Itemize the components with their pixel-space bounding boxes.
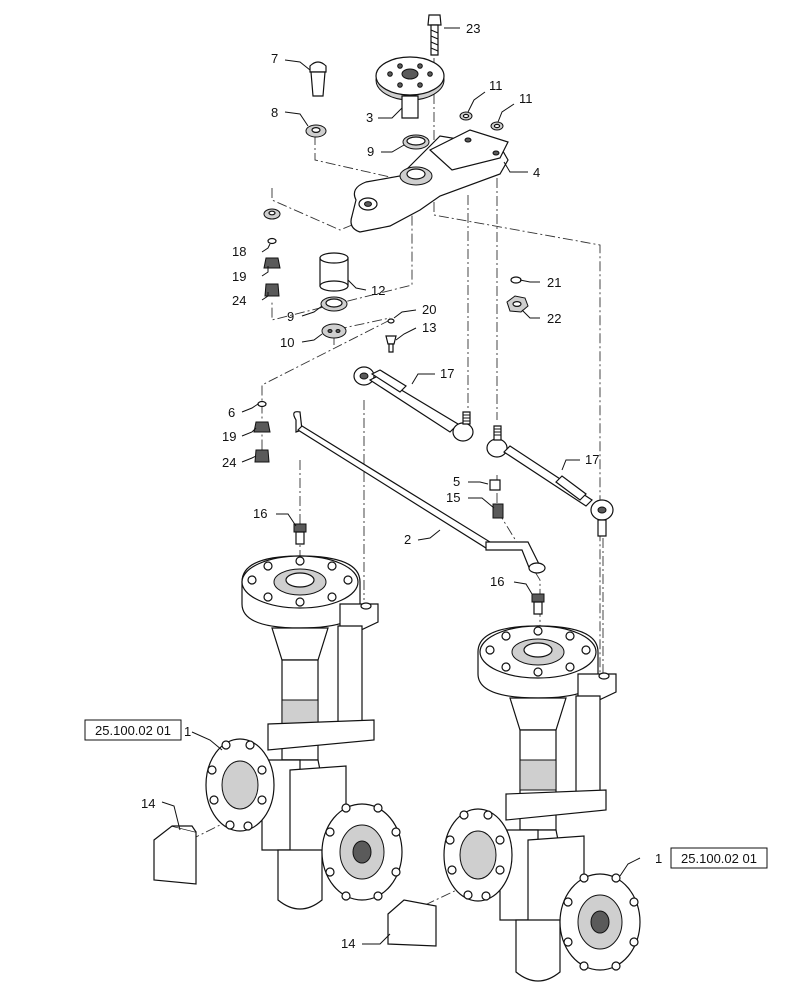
callout-11-b: 11 — [519, 91, 533, 106]
fitting-part-5 — [489, 479, 501, 491]
callout-1-left: 1 — [184, 724, 191, 739]
callout-15: 15 — [446, 490, 460, 505]
callout-19-lower: 19 — [222, 429, 236, 444]
callout-leaders — [161, 27, 641, 945]
callout-11-a: 11 — [489, 78, 503, 93]
callout-12: 12 — [371, 283, 385, 298]
tie-rod-part-17-right — [486, 425, 614, 537]
grease-fitting-part-16-right — [531, 593, 545, 615]
callout-9-lower: 9 — [287, 309, 294, 324]
washer-part-6 — [257, 400, 267, 408]
grease-fitting-part-13 — [385, 335, 397, 353]
callout-3: 3 — [366, 110, 373, 125]
steering-arm-part-4 — [350, 129, 509, 233]
reference-label-right: 25.100.02 01 — [681, 851, 757, 866]
wheel-hub-assembly-right — [443, 625, 641, 982]
callout-4: 4 — [533, 165, 540, 180]
callout-5: 5 — [453, 474, 460, 489]
washer-part-21 — [510, 276, 522, 284]
seal-part-9-upper — [402, 134, 430, 150]
drag-link-part-2 — [293, 411, 546, 574]
nut-part-19-lower — [253, 421, 271, 433]
callout-17-right: 17 — [585, 452, 599, 467]
callout-19-upper: 19 — [232, 269, 246, 284]
callout-numbers: 23 7 8 3 11 11 9 4 18 19 24 12 21 22 9 1… — [141, 21, 662, 951]
callout-22: 22 — [547, 311, 561, 326]
callout-24-upper: 24 — [232, 293, 246, 308]
washer-part-18 — [267, 237, 277, 245]
callout-21: 21 — [547, 275, 561, 290]
washer-part-11-a — [459, 111, 473, 121]
nut-part-22 — [506, 295, 529, 313]
callout-14-right: 14 — [341, 936, 355, 951]
callout-16-right: 16 — [490, 574, 504, 589]
callout-24-lower: 24 — [222, 455, 236, 470]
callout-20: 20 — [422, 302, 436, 317]
callout-10: 10 — [280, 335, 294, 350]
callout-8: 8 — [271, 105, 278, 120]
callout-7: 7 — [271, 51, 278, 66]
reference-box-left: 25.100.02 01 — [84, 719, 182, 741]
callout-23: 23 — [466, 21, 480, 36]
reference-label-left: 25.100.02 01 — [95, 723, 171, 738]
washer-part-11-b — [490, 121, 504, 131]
callout-1-right: 1 — [655, 851, 662, 866]
callout-14-left: 14 — [141, 796, 155, 811]
cap-part-24-lower — [254, 449, 270, 463]
bolt-part-23 — [427, 14, 442, 56]
washer-part-20 — [387, 318, 395, 324]
block-part-14-left — [153, 825, 197, 885]
callout-9-upper: 9 — [367, 144, 374, 159]
tie-rod-part-17-left — [353, 366, 474, 442]
callout-13: 13 — [422, 320, 436, 335]
grease-fitting-part-16-left — [293, 523, 307, 545]
callout-6: 6 — [228, 405, 235, 420]
callout-2: 2 — [404, 532, 411, 547]
block-part-14-right — [387, 899, 437, 947]
cap-part-24-upper — [264, 283, 280, 297]
nut-part-19-upper — [263, 257, 281, 269]
callout-16-left: 16 — [253, 506, 267, 521]
seal-part-9-lower — [320, 296, 348, 312]
callout-17-left: 17 — [440, 366, 454, 381]
reference-box-right: 25.100.02 01 — [670, 847, 768, 869]
shim-part-10 — [321, 323, 347, 339]
pin-part-7 — [309, 61, 327, 97]
wheel-hub-assembly-left — [205, 555, 403, 910]
washer-left-upper — [263, 208, 281, 220]
flange-part-3 — [375, 56, 445, 119]
callout-18: 18 — [232, 244, 246, 259]
washer-part-8 — [305, 124, 327, 138]
bushing-part-12 — [319, 252, 349, 292]
fitting-part-15 — [492, 503, 504, 519]
